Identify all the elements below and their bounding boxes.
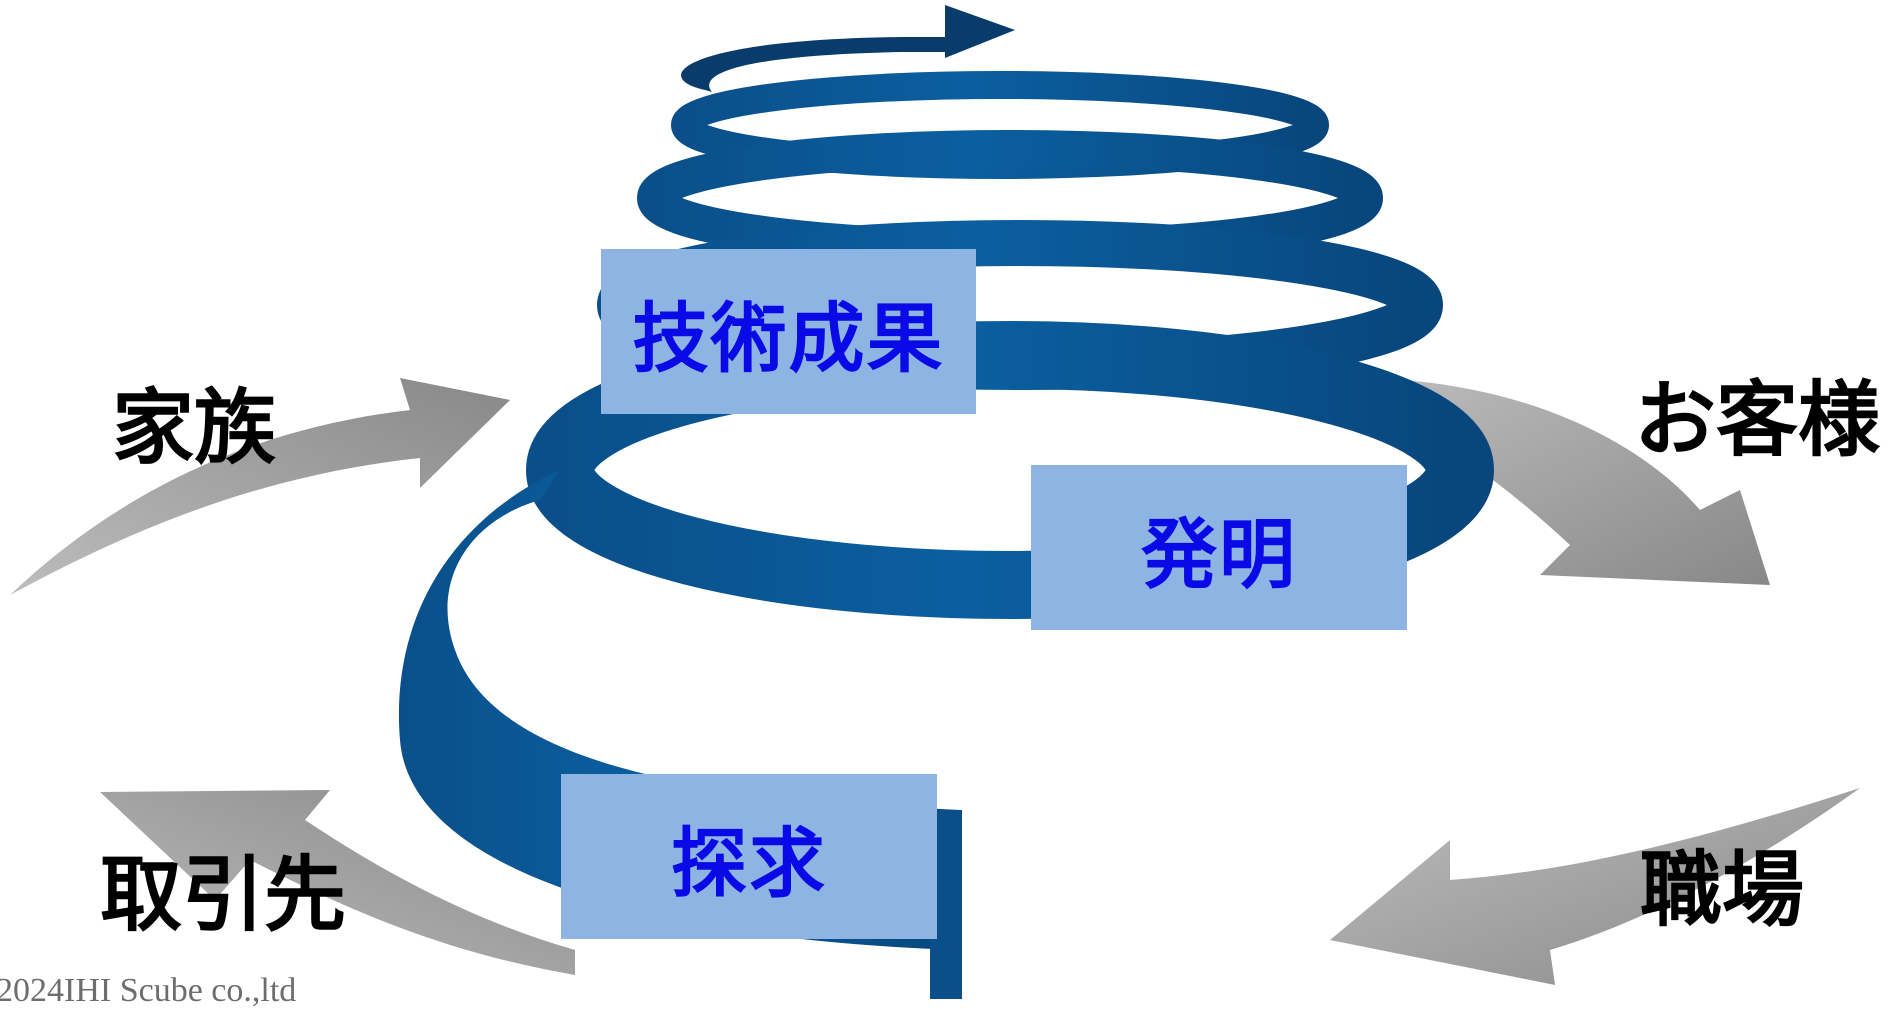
tech-results-text: 技術成果 (632, 293, 945, 383)
arrow-workplace (1330, 788, 1860, 985)
label-family: 家族 (112, 381, 277, 476)
label-box-tech-results: 技術成果 (601, 249, 976, 414)
spiral-loop-top (681, 37, 950, 92)
label-customers: お客様 (1634, 373, 1881, 468)
arrow-business-partners (100, 790, 575, 975)
inquiry-text: 探求 (671, 818, 827, 908)
arrow-family (10, 378, 510, 595)
label-business-partners: 取引先 (100, 848, 347, 943)
copyright-text: 2024IHI Scube co.,ltd (0, 972, 297, 1009)
label-box-inquiry: 探求 (561, 774, 937, 939)
spiral-arrowhead (945, 5, 1015, 58)
label-workplace: 職場 (1640, 843, 1805, 938)
label-box-invention: 発明 (1031, 465, 1407, 630)
invention-text: 発明 (1141, 509, 1297, 599)
